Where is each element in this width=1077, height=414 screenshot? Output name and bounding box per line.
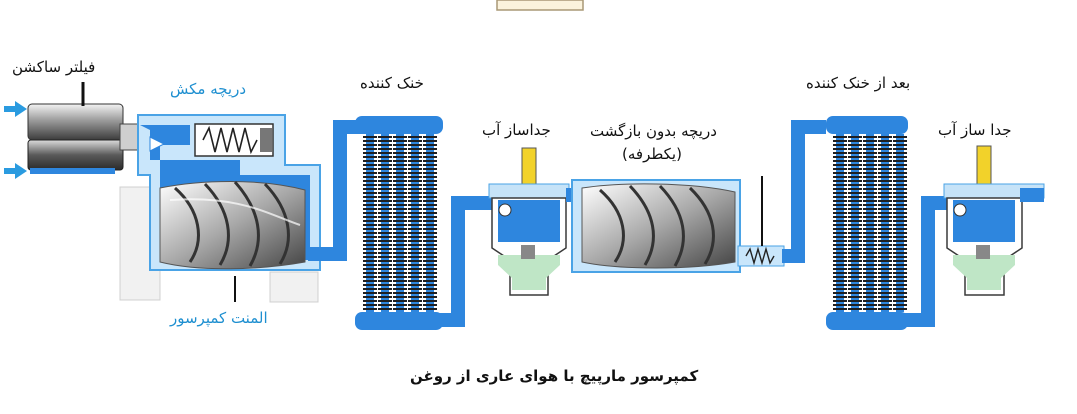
cooler-2 (826, 116, 952, 330)
suction-filter (27, 82, 139, 174)
check-valve-label-line2: (یکطرفه) (622, 145, 682, 163)
suction-filter-label: فیلتر ساکشن (12, 58, 96, 76)
arrow-right-icon (4, 101, 27, 117)
cooler-label: خنک کننده (360, 74, 424, 92)
compressor-element-label: المنت کمپرسور (170, 309, 268, 327)
coil-icon (363, 134, 437, 312)
water-separator-1-label: جداساز آب (482, 121, 551, 139)
compressor-housing (137, 114, 321, 302)
coil-icon (833, 134, 907, 312)
diagram-caption: کمپرسور مارپیچ با هوای عاری از روغن (410, 367, 699, 385)
water-separator-2-label: جدا ساز آب (938, 121, 1012, 139)
support-right (269, 271, 319, 303)
screw-rotor-icon (159, 181, 306, 270)
top-box (496, 0, 584, 11)
spring-icon (202, 125, 258, 155)
suction-valve-label: دریچه مکش (170, 80, 247, 98)
compressor-stage-2 (571, 176, 785, 273)
water-separator-2 (943, 145, 1045, 296)
after-cooler-label: بعد از خنک کننده (806, 74, 911, 92)
arrow-right-icon (4, 163, 27, 179)
cooler-1 (355, 116, 500, 330)
check-valve-label-line1: دریچه بدون بازگشت (590, 122, 717, 140)
spring-icon (745, 246, 775, 266)
